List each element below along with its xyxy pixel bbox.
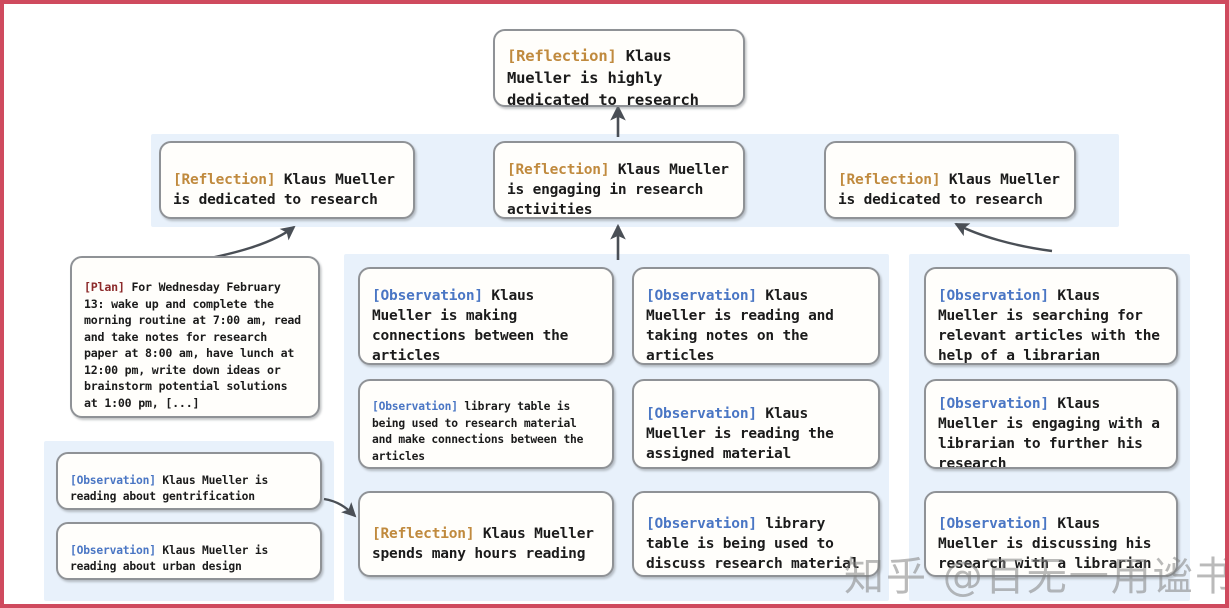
observation-node-reading-taking-notes[interactable]: [Observation] Klaus Mueller is reading a… xyxy=(632,267,880,365)
plan-tag: [Plan] xyxy=(84,280,125,295)
observation-discussing-research-body: Klaus Mueller is discussing his research… xyxy=(938,515,1152,573)
reflection-tag: [Reflection] xyxy=(507,161,610,178)
observation-node-making-connections[interactable]: [Observation] Klaus Mueller is making co… xyxy=(358,267,614,365)
plan-text: [Plan] For Wednesday February 13: wake u… xyxy=(72,263,318,411)
observation-node-assigned-material[interactable]: [Observation] Klaus Mueller is reading t… xyxy=(632,379,880,469)
observation-searching-articles-text: [Observation] Klaus Mueller is searching… xyxy=(926,269,1176,365)
observation-searching-articles-body: Klaus Mueller is searching for relevant … xyxy=(938,287,1160,365)
observation-assigned-material-body: Klaus Mueller is reading the assigned ma… xyxy=(646,405,834,463)
root-reflection-node[interactable]: [Reflection] Klaus Mueller is highly ded… xyxy=(493,29,745,107)
root-reflection-text: [Reflection] Klaus Mueller is highly ded… xyxy=(495,31,743,107)
observation-node-engaging-librarian[interactable]: [Observation] Klaus Mueller is engaging … xyxy=(924,379,1178,469)
root-reflection-body: Klaus Mueller is highly dedicated to res… xyxy=(507,47,699,107)
observation-discuss-research-material-text: [Observation] library table is being use… xyxy=(634,493,878,574)
observation-discussing-research-text: [Observation] Klaus Mueller is discussin… xyxy=(926,493,1176,574)
arrow-column-d-to-right-reflection xyxy=(954,222,1053,253)
observation-node-gentrification[interactable]: [Observation] Klaus Mueller is reading a… xyxy=(56,452,322,510)
reflection-middle-body: Klaus Mueller is engaging in research ac… xyxy=(507,161,729,219)
observation-node-discuss-research-material[interactable]: [Observation] library table is being use… xyxy=(632,491,880,577)
observation-tag: [Observation] xyxy=(646,515,757,532)
observation-library-table-connections-body: library table is being used to research … xyxy=(372,400,584,463)
observation-tag: [Observation] xyxy=(70,543,156,557)
observation-engaging-librarian-text: [Observation] Klaus Mueller is engaging … xyxy=(926,381,1176,469)
reflection-tag: [Reflection] xyxy=(173,171,276,188)
observation-tag: [Observation] xyxy=(938,515,1049,532)
observation-node-urban-design[interactable]: [Observation] Klaus Mueller is reading a… xyxy=(56,522,322,580)
observation-discuss-research-material-body: library table is being used to discuss r… xyxy=(646,515,860,573)
observation-making-connections-body: Klaus Mueller is making connections betw… xyxy=(372,287,569,365)
observation-node-searching-articles[interactable]: [Observation] Klaus Mueller is searching… xyxy=(924,267,1178,365)
observation-engaging-librarian-body: Klaus Mueller is engaging with a librari… xyxy=(938,395,1160,469)
observation-reading-taking-notes-body: Klaus Mueller is reading and taking note… xyxy=(646,287,834,365)
observation-tag: [Observation] xyxy=(938,395,1049,412)
observation-urban-design-text: [Observation] Klaus Mueller is reading a… xyxy=(58,526,320,576)
observation-assigned-material-text: [Observation] Klaus Mueller is reading t… xyxy=(634,383,878,464)
reflection-tag: [Reflection] xyxy=(838,171,941,188)
observation-making-connections-text: [Observation] Klaus Mueller is making co… xyxy=(360,269,612,365)
observation-node-library-table-connections[interactable]: [Observation] library table is being use… xyxy=(358,379,614,469)
reflection-middle-text: [Reflection] Klaus Mueller is engaging i… xyxy=(495,143,743,219)
reflection-left-text: [Reflection] Klaus Mueller is dedicated … xyxy=(161,150,413,211)
observation-node-discussing-research[interactable]: [Observation] Klaus Mueller is discussin… xyxy=(924,491,1178,577)
observation-tag: [Observation] xyxy=(646,287,757,304)
observation-library-table-connections-text: [Observation] library table is being use… xyxy=(360,383,612,466)
reflection-right-body: Klaus Mueller is dedicated to research xyxy=(838,171,1060,209)
reflection-tag: [Reflection] xyxy=(372,525,475,542)
reflection-tag: [Reflection] xyxy=(507,47,617,66)
reflection-node-middle[interactable]: [Reflection] Klaus Mueller is engaging i… xyxy=(493,141,745,219)
reflection-node-spends-hours-reading[interactable]: [Reflection] Klaus Mueller spends many h… xyxy=(358,491,614,577)
reflection-left-body: Klaus Mueller is dedicated to research xyxy=(173,171,395,209)
reflection-spends-hours-reading-text: [Reflection] Klaus Mueller spends many h… xyxy=(360,504,612,565)
observation-urban-design-body: Klaus Mueller is reading about urban des… xyxy=(70,543,269,574)
observation-tag: [Observation] xyxy=(372,287,483,304)
reflection-node-right[interactable]: [Reflection] Klaus Mueller is dedicated … xyxy=(824,141,1076,219)
reflection-right-text: [Reflection] Klaus Mueller is dedicated … xyxy=(826,150,1074,211)
reflection-node-left[interactable]: [Reflection] Klaus Mueller is dedicated … xyxy=(159,141,415,219)
observation-tag: [Observation] xyxy=(372,400,458,414)
observation-gentrification-body: Klaus Mueller is reading about gentrific… xyxy=(70,473,269,504)
observation-tag: [Observation] xyxy=(938,287,1049,304)
reflection-spends-hours-reading-body: Klaus Mueller spends many hours reading xyxy=(372,525,594,563)
plan-node[interactable]: [Plan] For Wednesday February 13: wake u… xyxy=(70,256,320,418)
plan-body: For Wednesday February 13: wake up and c… xyxy=(84,280,301,410)
observation-tag: [Observation] xyxy=(646,405,757,422)
observation-reading-taking-notes-text: [Observation] Klaus Mueller is reading a… xyxy=(634,269,878,365)
observation-tag: [Observation] xyxy=(70,473,156,487)
observation-gentrification-text: [Observation] Klaus Mueller is reading a… xyxy=(58,456,320,506)
